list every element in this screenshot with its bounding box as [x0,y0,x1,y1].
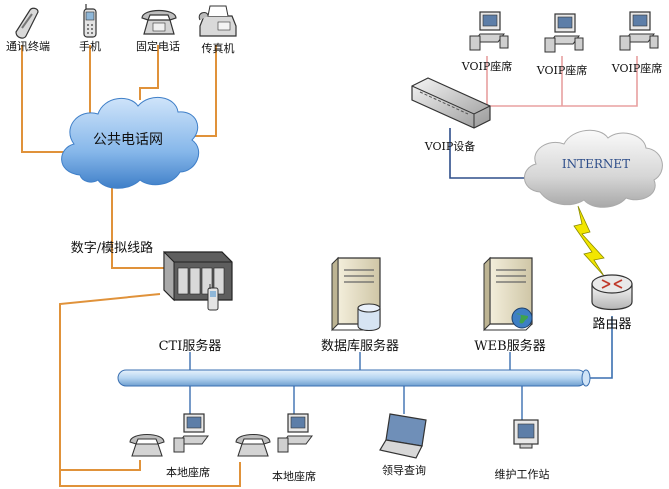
maintenance-label: 维护工作站 [495,467,550,481]
connection-lines [21,45,638,487]
mobile-icon [207,284,219,311]
desk-phone-icon [235,433,271,457]
line-comm-terminal [21,45,72,153]
leader-query-label: 领导查询 [382,463,426,477]
fax-label: 传真机 [202,41,235,55]
pstn-cloud-icon [61,97,200,189]
voip-seat-3-label: VOIP座席 [611,61,663,75]
router-icon [591,274,633,311]
desk-phone-icon [129,433,165,457]
cti-server-label: CTI服务器 [159,338,222,354]
switch-icon [411,77,491,129]
fixed-phone-label: 固定电话 [136,39,180,53]
line-cti-local-phones [59,293,241,487]
pc-icon [513,419,539,449]
voip-seat-1-label: VOIP座席 [461,59,513,73]
mobile-icon [83,4,97,38]
pc-icon [544,13,584,53]
web-server-label: WEB服务器 [474,338,545,354]
internet-cloud-icon [524,129,663,208]
voip-device-label: VOIP设备 [424,139,476,153]
line-pstn-cti [111,178,172,269]
globe-icon [511,307,533,329]
desk-phone-icon [141,9,177,35]
pc-icon [173,413,209,453]
line-router-bus [586,316,613,379]
pc-icon [469,11,509,51]
line-fax [186,45,217,137]
mobile-label: 手机 [79,39,101,53]
line-type-label: 数字/模拟线路 [71,240,153,256]
router-label: 路由器 [592,316,631,332]
database-icon [357,303,381,332]
server-icon [163,250,233,302]
local-seat-2-label: 本地座席 [272,469,316,483]
pc-icon [277,413,313,453]
local-seat-1-label: 本地座席 [166,465,210,479]
lan-bus [117,369,591,387]
line-voip-internet [449,128,528,179]
line-fixed-phone [139,45,159,100]
phone-icon [15,7,39,39]
comm-terminal-label: 通讯终端 [6,39,50,53]
internet-label: INTERNET [562,157,630,171]
server-icon [483,256,533,332]
lightning-icon [573,205,605,277]
laptop-icon [379,413,427,459]
db-server-label: 数据库服务器 [321,338,399,354]
fax-icon [198,5,237,37]
pc-icon [619,11,659,51]
line-cti-phone-1 [60,460,141,471]
pstn-label: 公共电话网 [93,132,163,148]
voip-seat-2-label: VOIP座席 [536,63,588,77]
